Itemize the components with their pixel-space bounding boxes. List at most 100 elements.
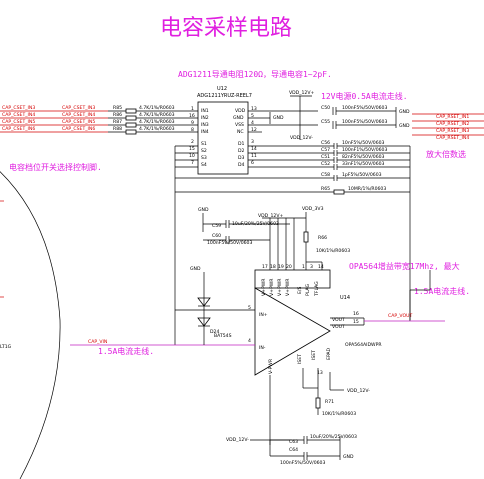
right-net-label: CAP_RSET_IN2 bbox=[436, 121, 469, 127]
u14-part: OPA564AIDWPR bbox=[345, 342, 382, 348]
u12-pin: S3 bbox=[201, 155, 207, 161]
u12-pin-number: 5 bbox=[251, 113, 254, 119]
u14-pin-label: IN- bbox=[259, 345, 266, 351]
u14-top-pin: V+PWR bbox=[269, 278, 275, 296]
resistor-ref: R88 bbox=[113, 126, 122, 132]
u12-pin-number: 9 bbox=[191, 120, 194, 126]
u12-pin-number: 3 bbox=[251, 139, 254, 145]
cap-ref: C55 bbox=[321, 119, 330, 125]
vdd-12v-minus-label: VDD_12V- bbox=[347, 388, 370, 394]
supply-note: 12V电源0.5A电流走线. bbox=[321, 91, 408, 101]
resistor-value: 10K/1%/R0603 bbox=[322, 411, 356, 417]
cap-value: 33nF1%/50V/0603 bbox=[342, 161, 385, 167]
u14-top-pin: V+PWR bbox=[261, 278, 267, 296]
left-net-label: CAP_CSET_IN3 bbox=[62, 105, 95, 111]
u14-bottom-pin: V-PWR bbox=[268, 358, 274, 374]
cap-ref: C64 bbox=[289, 447, 298, 453]
cap-value: 100nF5%/50V/0603 bbox=[280, 460, 325, 466]
cap-value: 100nF5%/50V/0603 bbox=[342, 119, 387, 125]
cap-vout-label: CAP_VOUT bbox=[388, 313, 412, 319]
r66-pullup: VDD_3V3 R66 10K/1%/R0603 bbox=[302, 206, 350, 270]
u12-part: ADG1211YRUZ-REEL7 bbox=[197, 93, 252, 99]
vin-current-note: 1.5A电流走线. bbox=[98, 346, 154, 356]
u12-pin: S1 bbox=[201, 141, 207, 147]
u12-pin-number: 2 bbox=[191, 139, 194, 145]
opa-bandwidth-note: OPA564增益带宽17Mhz, 最大 bbox=[349, 261, 460, 271]
u14-pin-number: 20 bbox=[286, 264, 292, 270]
u14-pin-number: 14 bbox=[318, 264, 324, 270]
u12-pin: VDD bbox=[235, 108, 246, 114]
negative-supply-decoupling: VDD_12V- C63 10uF/20%/25V/0603 C64 100nF… bbox=[226, 434, 357, 466]
right-net-label: CAP_RSET_IN4 bbox=[436, 135, 469, 141]
u12-pin: IN1 bbox=[201, 108, 209, 114]
u12-pin: GND bbox=[233, 115, 244, 121]
u12-pin-number: 8 bbox=[191, 127, 194, 133]
u14-pin-number: 15 bbox=[353, 319, 359, 325]
cap-ref: C52 bbox=[321, 161, 330, 167]
u14-pin-number: 4 bbox=[248, 338, 251, 344]
ltig-label: LT1G bbox=[0, 344, 12, 350]
u12-pin-number: 6 bbox=[251, 160, 254, 166]
cap-ref: C56 bbox=[321, 140, 330, 146]
u14-ref: U14 bbox=[340, 295, 350, 301]
resistor-ref: R86 bbox=[113, 112, 122, 118]
cap-ref: C51 bbox=[321, 154, 330, 160]
u12-pin: D2 bbox=[238, 148, 245, 154]
u12-switch-chip: U12 ADG1211YRUZ-REEL7 IN1 IN2 IN3 IN4 S1… bbox=[174, 86, 312, 195]
u14-bottom-pin: ISET bbox=[297, 354, 303, 364]
resistor-value: 10K/1%/R0603 bbox=[316, 248, 350, 254]
u12-pin: D3 bbox=[238, 155, 245, 161]
u12-pin: IN4 bbox=[201, 129, 209, 135]
diode-ref: D24 bbox=[210, 329, 219, 335]
vdd-12v-plus-label: VDD_12V+ bbox=[289, 90, 315, 96]
cap-value: 100nF5%/50V/0603 bbox=[207, 240, 252, 246]
right-net-label: CAP_RSET_IN3 bbox=[436, 128, 469, 134]
vdd-12v-minus-label: VDD_12V- bbox=[226, 437, 249, 443]
gnd-label: GND bbox=[198, 207, 209, 213]
feedback-caps: C56 C57 C51 C52 10nF5%/50V/0603 100nF1%/… bbox=[312, 140, 411, 320]
left-net-label: CAP_CSET_IN4 bbox=[2, 112, 35, 118]
vin-input: CAP_VIN GND D24 BAT54S LT1G bbox=[0, 266, 255, 350]
vdd-12v-minus-label: VDD_12V- bbox=[290, 135, 313, 141]
u12-pin-number: 14 bbox=[251, 146, 257, 152]
gnd-label: GND bbox=[273, 115, 284, 121]
u12-pin: S4 bbox=[201, 162, 207, 168]
vdd-3v3-label: VDD_3V3 bbox=[302, 206, 324, 212]
u12-pin-number: 16 bbox=[189, 113, 195, 119]
u14-pin-number: 13 bbox=[317, 370, 323, 376]
cap-ref: C58 bbox=[321, 172, 330, 178]
cap-value: 10uF/20%/25V/0603 bbox=[232, 221, 279, 227]
u12-pin-number: 7 bbox=[191, 160, 194, 166]
feedback-network: C58 1pF5%/50V/0603 R65 10MR/1%/R0603 bbox=[174, 172, 410, 345]
resistor-ref: R66 bbox=[318, 235, 327, 241]
page-title: 电容采样电路 bbox=[160, 16, 292, 41]
u14-pin-label: VOUT bbox=[332, 317, 345, 323]
gain-select-note: 放大倍数选 bbox=[426, 149, 466, 159]
cap-value: 10uF/20%/25V/0603 bbox=[310, 434, 357, 440]
resistor-value: 4.7K/1%/R0603 bbox=[139, 119, 175, 125]
output-current-note: 1.5A电流走线. bbox=[414, 286, 470, 296]
u14-supply-decoupling: GND C59 10uF/20%/25V/0603 C60 100nF5%/50… bbox=[198, 207, 306, 270]
u14-pin-number: 18 bbox=[270, 264, 276, 270]
left-net-label: CAP_CSET_IN5 bbox=[2, 119, 35, 125]
u14-bottom-pin: ISET bbox=[311, 350, 317, 360]
gnd-label: GND bbox=[343, 454, 354, 460]
right-net-group: CAP_RSET_IN1 CAP_RSET_IN2 CAP_RSET_IN3 C… bbox=[412, 113, 484, 141]
u12-pin: D1 bbox=[238, 141, 245, 147]
u12-pin-number: 13 bbox=[251, 106, 257, 112]
left-net-label: CAP_CSET_IN6 bbox=[62, 126, 95, 132]
cap-ref: C63 bbox=[289, 439, 298, 445]
u14-pin-number: 5 bbox=[248, 305, 251, 311]
right-net-label: CAP_RSET_IN1 bbox=[436, 114, 469, 120]
u14-pin-number: 17 bbox=[262, 264, 268, 270]
u12-ref: U12 bbox=[217, 86, 227, 92]
cap-ref: C57 bbox=[321, 147, 330, 153]
u12-pin: IN2 bbox=[201, 115, 209, 121]
cap-ref: C50 bbox=[321, 105, 330, 111]
u12-pin: D4 bbox=[238, 162, 245, 168]
u14-top-pin: E/S bbox=[297, 287, 303, 294]
cap-ref: C60 bbox=[212, 233, 221, 239]
cap-value: 100nF1%/50V/0603 bbox=[342, 147, 387, 153]
u14-pin-number: 1 bbox=[302, 264, 305, 270]
